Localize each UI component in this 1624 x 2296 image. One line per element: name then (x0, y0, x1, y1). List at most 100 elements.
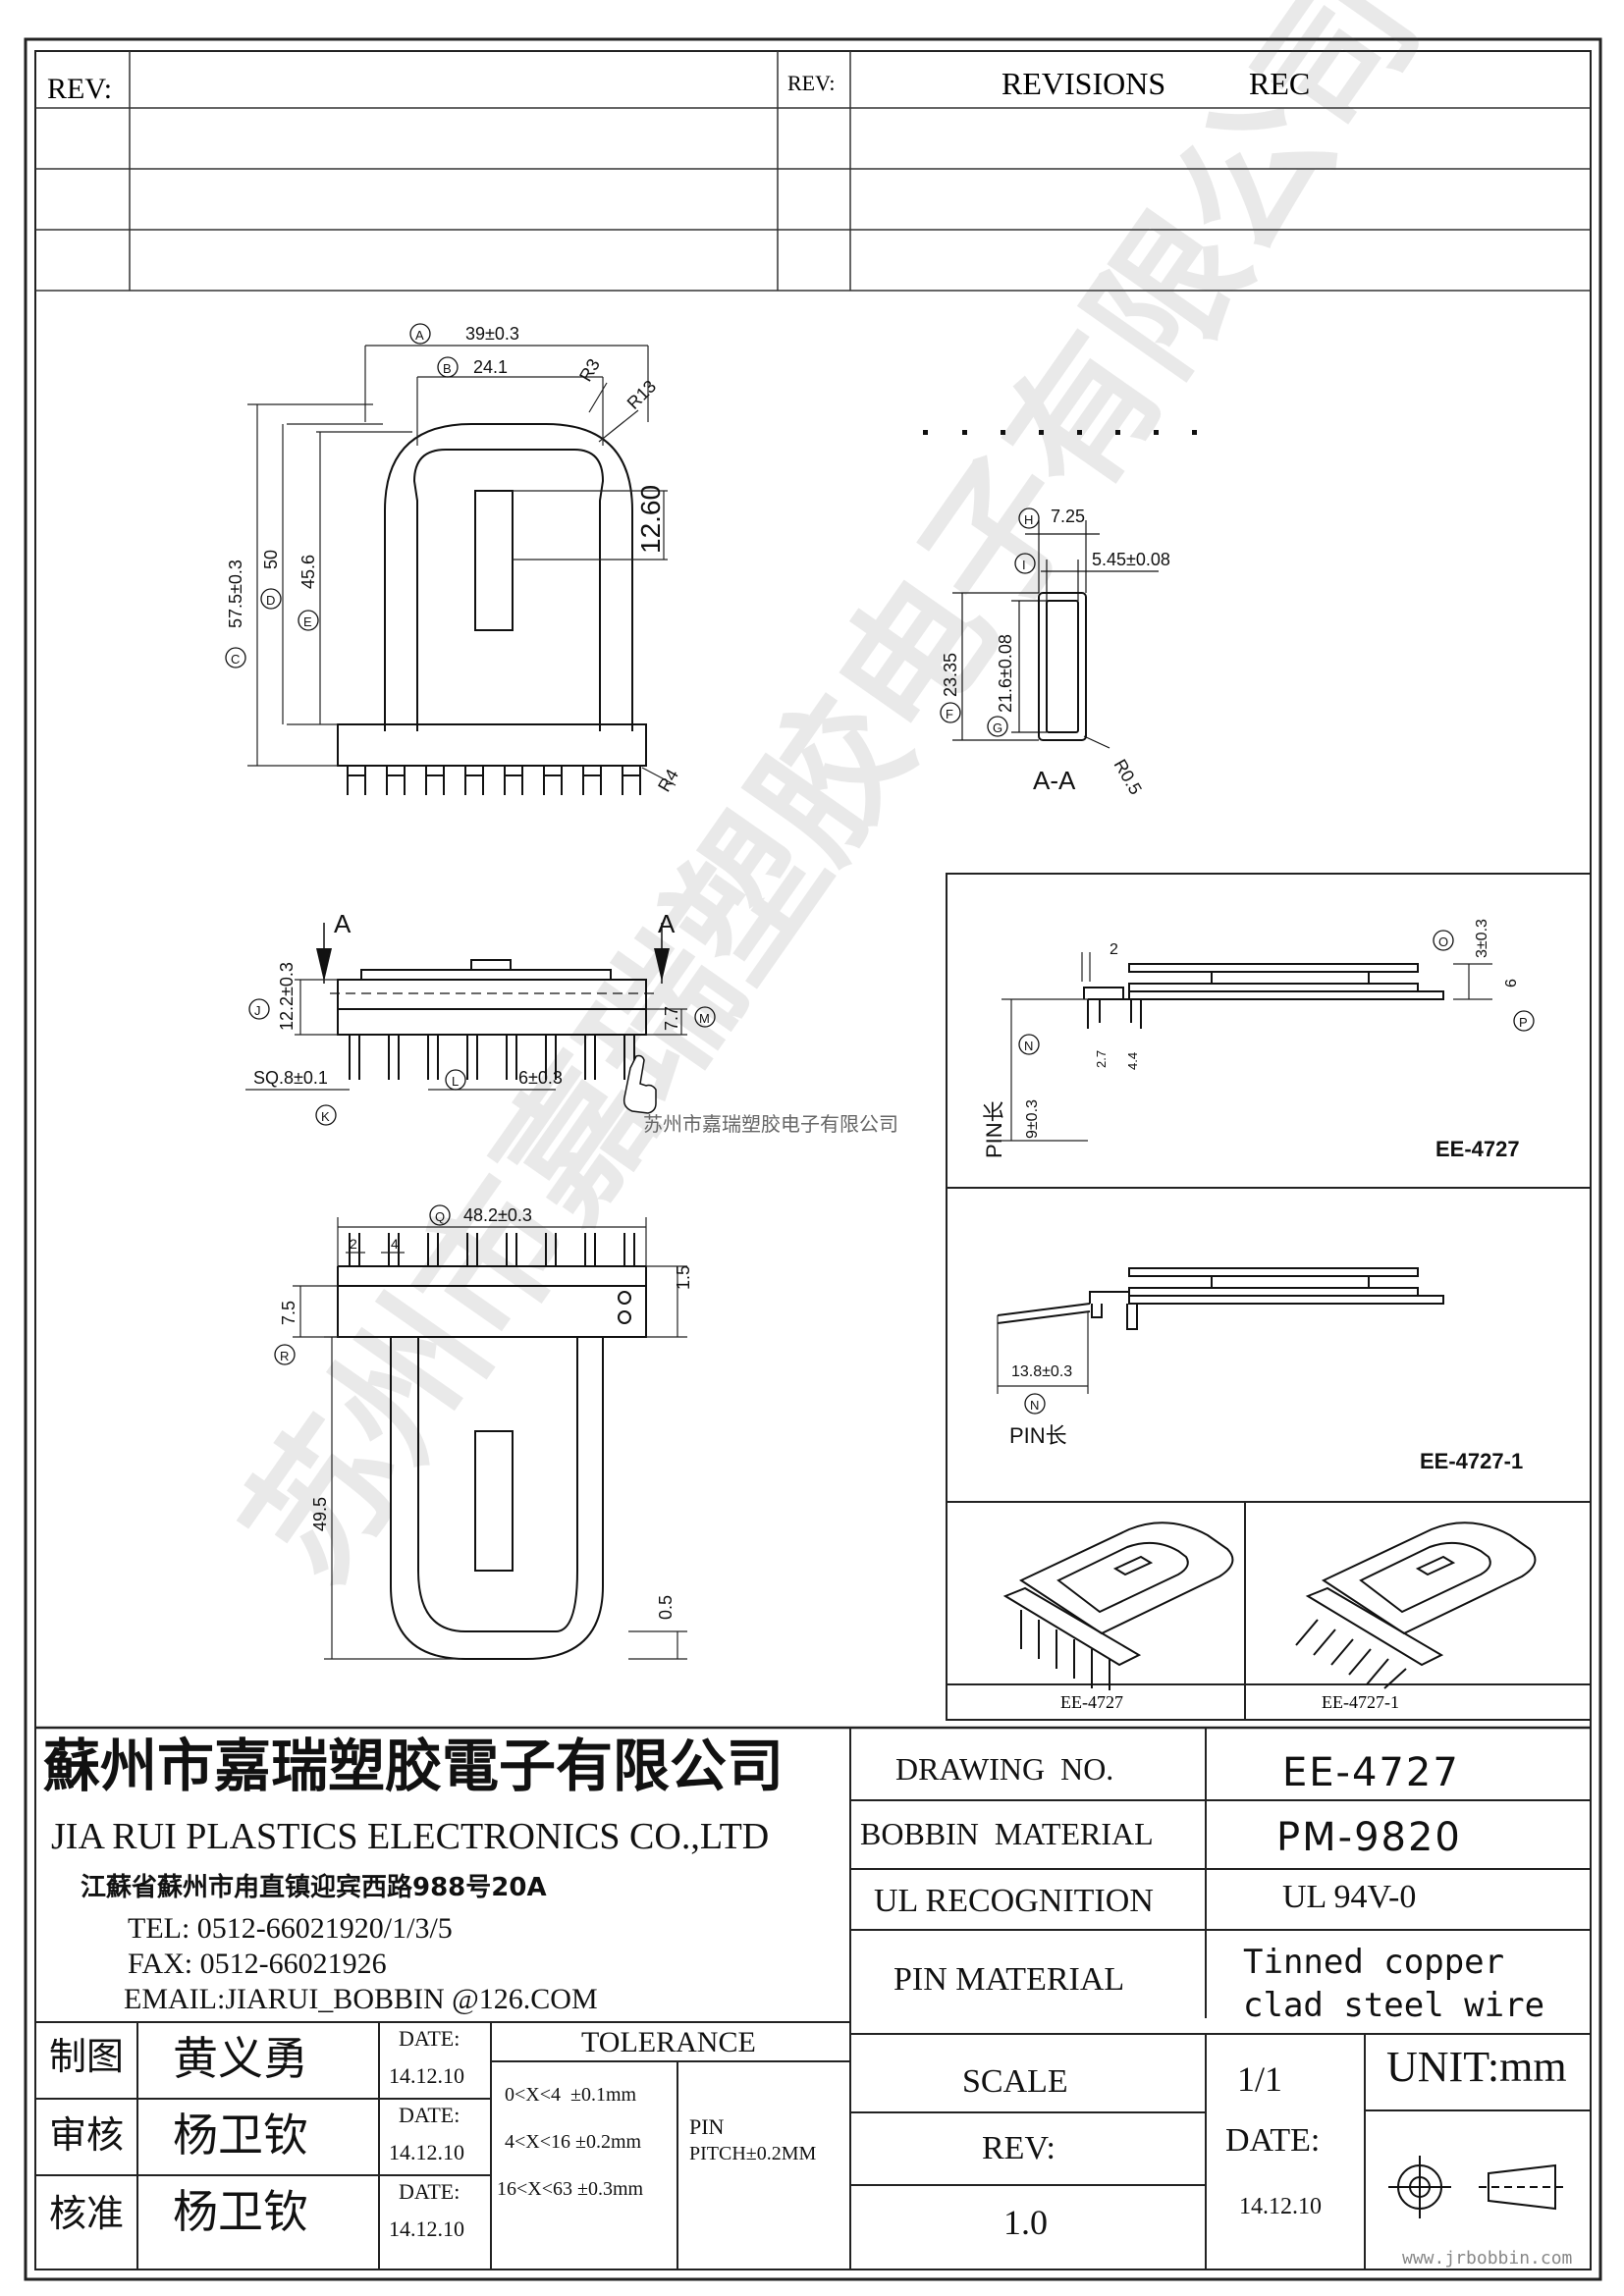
date-label: DATE: (1225, 2122, 1321, 2159)
ul-value: UL 94V-0 (1282, 1879, 1417, 1915)
callout-F (940, 702, 961, 723)
callout-M (694, 1006, 716, 1028)
iso-view-left (1002, 1522, 1234, 1690)
iso-caption-right: EE-4727-1 (1322, 1692, 1399, 1712)
svg-text:F: F (946, 707, 953, 721)
dim-2: 2 (1110, 941, 1118, 958)
arrow-label-left: A (334, 909, 352, 938)
company-tel: TEL: 0512-66021920/1/3/5 (128, 1912, 453, 1945)
approval-date-label-1: DATE: (399, 2026, 460, 2051)
callout-I (1014, 553, 1036, 574)
tolerance-pin-pitch: PITCH±0.2MM (689, 2143, 817, 2164)
bobbin-material-label: BOBBIN MATERIAL (860, 1816, 1154, 1851)
dim-G: 21.6±0.08 (996, 634, 1015, 713)
pin-material-value-2: clad steel wire (1243, 1986, 1545, 2025)
tolerance-row-2: 4<X<16 ±0.2mm (505, 2131, 642, 2153)
svg-text:G: G (993, 721, 1002, 735)
dot-row (923, 430, 1197, 435)
dim-B: 24.1 (473, 357, 508, 377)
watermark-diagonal: 苏州市嘉瑞塑胶电子有限公司 (213, 0, 1451, 1611)
approval-name-3: 杨卫钦 (173, 2185, 308, 2238)
dim-R05: R0.5 (1110, 756, 1146, 798)
dim-J: 12.2±0.3 (277, 962, 297, 1031)
callout-N (1018, 1034, 1040, 1055)
svg-text:I: I (1022, 558, 1026, 572)
dim-window: 12.60 (635, 485, 666, 554)
svg-text:N: N (1024, 1039, 1033, 1053)
dim-R13: R13 (623, 376, 660, 412)
side-view-ee4727-1-labels: 13.8±0.3 N PIN长 EE-4727-1 (1009, 1363, 1523, 1473)
top-view-dimensions (247, 345, 677, 786)
dim-C: 57.5±0.3 (226, 560, 245, 628)
dim-L: 6±0.3 (518, 1068, 563, 1088)
approval-role-1: 制图 (49, 2035, 125, 2078)
tolerance-row-1: 0<X<4 ±0.1mm (505, 2084, 637, 2106)
side-view-ee4727-1 (997, 1267, 1444, 1330)
pointing-hand-icon (623, 1054, 657, 1114)
rec-label: REC (1249, 66, 1310, 101)
callout-B (437, 356, 459, 378)
scale-value: 1/1 (1237, 2059, 1283, 2099)
approval-date-2: 14.12.10 (389, 2140, 464, 2164)
top-view (337, 423, 647, 795)
svg-text:H: H (1024, 512, 1033, 527)
callout-N-1 (1024, 1393, 1046, 1415)
title-ee4727: EE-4727 (1435, 1137, 1520, 1161)
title-ee4727-1: EE-4727-1 (1420, 1449, 1523, 1473)
company-name-cn: 蘇州市嘉瑞塑胶電子有限公司 (43, 1733, 785, 1799)
bottom-view-labels: Q 48.2±0.3 2 4 7.5 R 1.5 49.5 0.5 (274, 1204, 693, 1620)
dim-27: 2.7 (1094, 1050, 1109, 1068)
callout-O (1433, 930, 1454, 951)
approval-date-1: 14.12.10 (389, 2063, 464, 2088)
section-view (952, 520, 1159, 749)
svg-text:M: M (699, 1011, 710, 1026)
front-view-arrows (316, 948, 670, 982)
svg-text:R: R (280, 1349, 289, 1363)
side-view-ee4727-labels: 2 O 3±0.3 6 P 2.7 4.4 N 9±0.3 PIN长 EE-47… (982, 919, 1535, 1161)
title-block-grid (35, 1726, 1591, 2269)
company-address: 江蘇省蘇州市甪直镇迎宾西路988号20A (81, 1873, 547, 1902)
revision-table (35, 51, 1591, 292)
rev-label-right: REV: (787, 71, 835, 95)
svg-text:J: J (254, 1003, 261, 1018)
section-label: A-A (1033, 766, 1076, 795)
dim-R4: R4 (654, 766, 682, 795)
callout-Q (429, 1204, 451, 1226)
bottom-view (337, 1233, 647, 1660)
drawing-no-value: EE-4727 (1282, 1750, 1460, 1795)
date-value: 14.12.10 (1239, 2194, 1322, 2219)
approval-date-label-2: DATE: (399, 2103, 460, 2127)
svg-text:P: P (1519, 1015, 1528, 1030)
callout-J (248, 998, 270, 1020)
drawing-no-label: DRAWING NO. (895, 1751, 1114, 1787)
svg-text:A: A (415, 328, 424, 343)
arrow-label-right: A (658, 909, 676, 938)
ul-label: UL RECOGNITION (874, 1883, 1154, 1919)
company-name-en: JIA RUI PLASTICS ELECTRONICS CO.,LTD (51, 1816, 770, 1857)
projection-symbol-icon (1388, 2156, 1565, 2218)
watermark: 苏州市嘉瑞塑胶电子有限公司 (213, 0, 1451, 1611)
bottom-view-dims (293, 1217, 687, 1660)
dim-E: 45.6 (298, 555, 318, 589)
side-view-ee4727-dims (1001, 952, 1492, 1142)
dim-pin-pitch: 4 (391, 1236, 399, 1252)
pin-material-label: PIN MATERIAL (893, 1961, 1125, 1998)
dim-6: 6 (1503, 979, 1520, 988)
dim-R: 7.5 (279, 1301, 298, 1325)
pin-material-value-1: Tinned copper (1243, 1943, 1505, 1982)
dim-M: 7.7 (662, 1006, 681, 1031)
rev-label-block: REV: (982, 2130, 1056, 2166)
right-panels (946, 873, 1592, 1721)
approval-date-label-3: DATE: (399, 2179, 460, 2204)
approval-name-1: 黄义勇 (173, 2032, 308, 2085)
callout-C (225, 647, 246, 668)
dim-N-1: 13.8±0.3 (1011, 1363, 1072, 1380)
dim-H: 7.25 (1051, 507, 1085, 526)
footer-url: www.jrbobbin.com (1402, 2248, 1573, 2269)
svg-text:D: D (266, 593, 275, 608)
callout-R (274, 1344, 296, 1365)
front-view-dims (245, 979, 687, 1091)
dim-tail: 0.5 (656, 1595, 676, 1620)
svg-text:O: O (1438, 934, 1448, 949)
watermark-line: 苏州市嘉瑞塑胶电子有限公司 (643, 1112, 898, 1136)
